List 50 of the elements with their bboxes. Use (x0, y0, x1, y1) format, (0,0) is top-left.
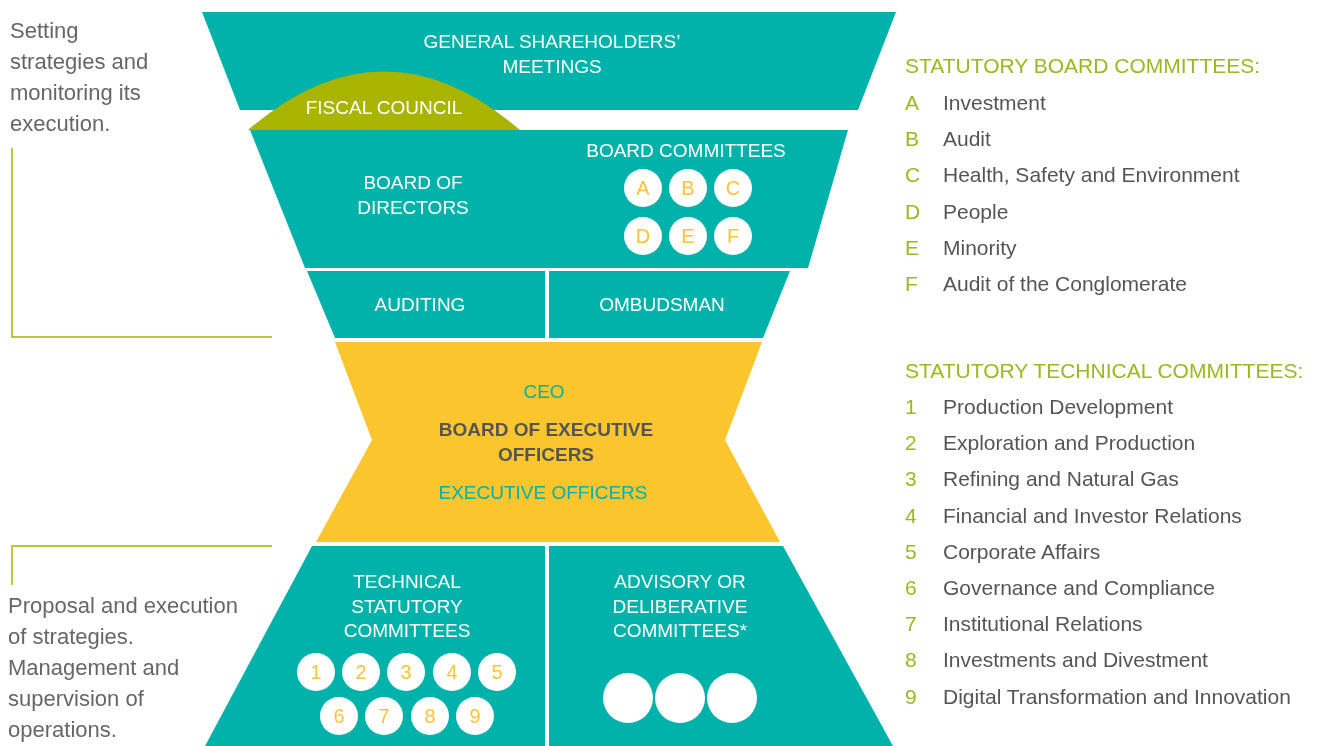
list-item: Digital Transformation and Innovation (943, 684, 1291, 709)
list-key: 4 (905, 503, 917, 528)
list-item: Health, Safety and Environment (943, 163, 1240, 188)
node-title: OMBUDSMAN (598, 292, 726, 317)
list-item: Production Development (943, 395, 1173, 419)
list-item: Audit (943, 127, 991, 152)
list-key: 2 (905, 431, 917, 456)
node-title: FISCAL COUNCIL (304, 95, 464, 120)
role-label: CEO (522, 379, 566, 404)
board-of-directors-band (250, 130, 848, 268)
list-item: Audit of the Conglomerate (943, 272, 1187, 296)
list-key: 5 (905, 539, 917, 564)
list-item: Corporate Affairs (943, 539, 1101, 564)
list-item: Investment (943, 91, 1046, 115)
list-heading: STATUTORY BOARD COMMITTEES: (905, 54, 1261, 78)
list-item: Financial and Investor Relations (943, 503, 1242, 528)
role-label: EXECUTIVE OFFICERS (437, 480, 649, 505)
list-item: Investments and Divestment (943, 648, 1208, 673)
node-title: BOARD OF EXECUTIVE OFFICERS (437, 418, 655, 467)
list-item: Governance and Compliance (943, 576, 1215, 600)
list-key: E (905, 235, 919, 260)
node-title: AUDITING (373, 292, 467, 317)
list-heading: STATUTORY TECHNICAL COMMITTEES: (905, 359, 1304, 383)
list-item: Refining and Natural Gas (943, 467, 1179, 492)
list-key: 6 (905, 576, 917, 600)
side-note: Setting strategies and monitoring its execution. (10, 17, 150, 138)
list-key: 7 (905, 612, 917, 637)
list-key: D (905, 199, 921, 224)
list-item: Minority (943, 235, 1017, 260)
group-title: BOARD COMMITTEES (585, 138, 787, 163)
side-note: Proposal and execution of strategies. Management and supervision of operations. (8, 592, 239, 744)
ombudsman-band (549, 271, 790, 338)
node-title: ADVISORY OR DELIBERATIVE COMMITTEES* (611, 569, 749, 644)
list-key: F (905, 272, 918, 296)
node-title: BOARD OF DIRECTORS (356, 171, 470, 220)
list-key: A (905, 91, 919, 115)
list-key: B (905, 127, 919, 152)
list-key: 1 (905, 395, 917, 419)
node-title: TECHNICAL STATUTORY COMMITTEES (342, 569, 472, 644)
list-key: C (905, 163, 921, 188)
list-item: Exploration and Production (943, 431, 1196, 456)
list-key: 8 (905, 648, 917, 673)
auditing-band (307, 271, 545, 338)
list-item: People (943, 199, 1009, 224)
list-item: Institutional Relations (943, 612, 1143, 637)
advisory-committees-band (549, 546, 893, 746)
node-title: GENERAL SHAREHOLDERS’ MEETINGS (422, 30, 682, 79)
list-key: 9 (905, 684, 917, 709)
executive-board-hexagon (316, 342, 780, 542)
list-key: 3 (905, 467, 917, 492)
